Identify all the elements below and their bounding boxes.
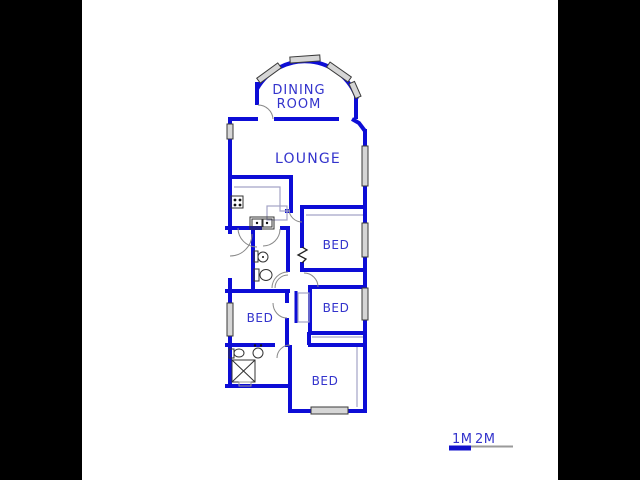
window-lounge-left xyxy=(226,123,234,140)
doors-layer xyxy=(229,104,319,359)
basin-icon xyxy=(253,250,269,263)
window-bed-left xyxy=(226,302,234,337)
bay-window-1 xyxy=(256,62,282,84)
wall-basin-icon xyxy=(228,348,245,359)
bay-window-3 xyxy=(325,61,353,83)
kitchen-cupboard xyxy=(266,205,288,221)
shower-icon xyxy=(231,359,256,387)
bay-window-2 xyxy=(289,54,321,64)
room-label-bed-middle: BED xyxy=(323,301,350,315)
room-label-bed-bottom: BED xyxy=(312,374,339,388)
door-bed-middle xyxy=(303,272,319,288)
window-bed-top xyxy=(361,222,369,258)
letterbox-left xyxy=(0,0,82,480)
door-bathroom2 xyxy=(276,344,291,359)
stove-icon xyxy=(230,195,244,209)
scale-legend: 1M 2M xyxy=(449,432,513,451)
room-label-lounge: LOUNGE xyxy=(275,151,341,167)
window-bed-bottom xyxy=(310,406,349,415)
door-bathroom1-bottom-inner xyxy=(274,274,289,289)
window-bed-middle xyxy=(361,287,369,321)
door-bathroom1-bottom xyxy=(271,271,289,289)
window-lounge-right xyxy=(361,145,369,187)
door-side-entry-1 xyxy=(229,233,253,257)
room-label-bed-top: BED xyxy=(323,238,350,252)
windows-layer xyxy=(226,54,369,415)
room-label-bed-left: BED xyxy=(247,311,274,325)
labels-layer: DINING ROOM LOUNGE BED BED BED BED xyxy=(247,83,350,388)
door-bed-left xyxy=(272,302,288,319)
bay-window-4 xyxy=(348,80,362,100)
hall-closet xyxy=(297,292,310,323)
scale-label-2m: 2M xyxy=(475,432,496,447)
kitchen-counter xyxy=(234,186,290,212)
room-label-dining-line2: ROOM xyxy=(277,97,322,112)
kitchen-sink-icon xyxy=(249,216,275,230)
walls-layer xyxy=(225,59,367,413)
door-dining xyxy=(257,104,274,120)
toilet-icon xyxy=(253,268,273,282)
scale-label-1m: 1M xyxy=(452,432,473,447)
door-bathroom1-top xyxy=(262,228,281,247)
fixtures-layer xyxy=(228,195,309,387)
round-basin-icon xyxy=(252,344,264,359)
letterbox-right xyxy=(558,0,640,480)
counters-layer xyxy=(234,186,363,407)
room-label-dining-line1: DINING xyxy=(272,83,325,98)
door-side-entry-2 xyxy=(237,227,258,248)
wall-break-icon xyxy=(296,246,309,264)
